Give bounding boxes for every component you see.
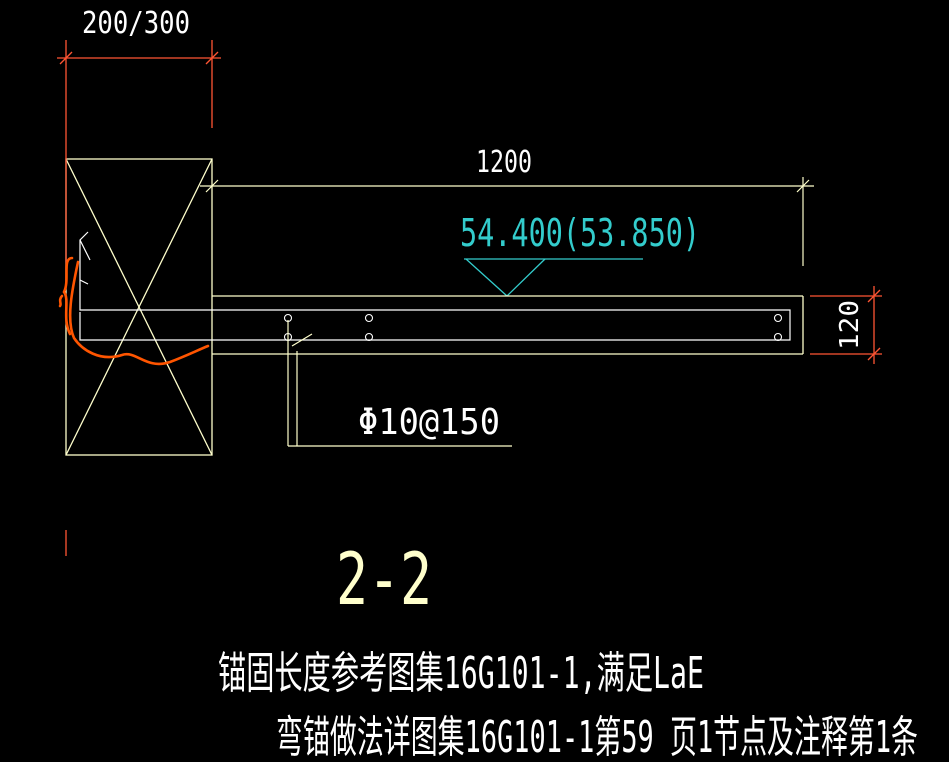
note-line-1: 锚固长度参考图集16G101-1,满足LaE bbox=[218, 648, 704, 699]
column-section bbox=[65, 158, 213, 456]
rebar-dots bbox=[283, 313, 783, 342]
elevation-label: 54.400(53.850) bbox=[460, 211, 700, 255]
note-line-2: 弯锚做法详图集16G101-1第59 页1节点及注释第1条 bbox=[276, 712, 918, 762]
cantilever-length-dimension bbox=[200, 177, 814, 266]
cantilever-slab bbox=[212, 295, 804, 355]
column-width-dimension bbox=[57, 40, 221, 556]
slab-rebar bbox=[79, 231, 791, 341]
rebar-leader bbox=[287, 320, 512, 447]
elevation-marker bbox=[464, 258, 643, 297]
cantilever-length-label: 1200 bbox=[476, 145, 532, 180]
slab-thickness-label: 120 bbox=[835, 300, 865, 350]
rebar-spec-label: Φ10@150 bbox=[358, 402, 500, 443]
section-label: 2-2 bbox=[336, 537, 432, 621]
column-width-label: 200/300 bbox=[82, 6, 190, 41]
slab-thickness-dimension bbox=[810, 286, 882, 364]
hand-markup bbox=[58, 256, 210, 366]
